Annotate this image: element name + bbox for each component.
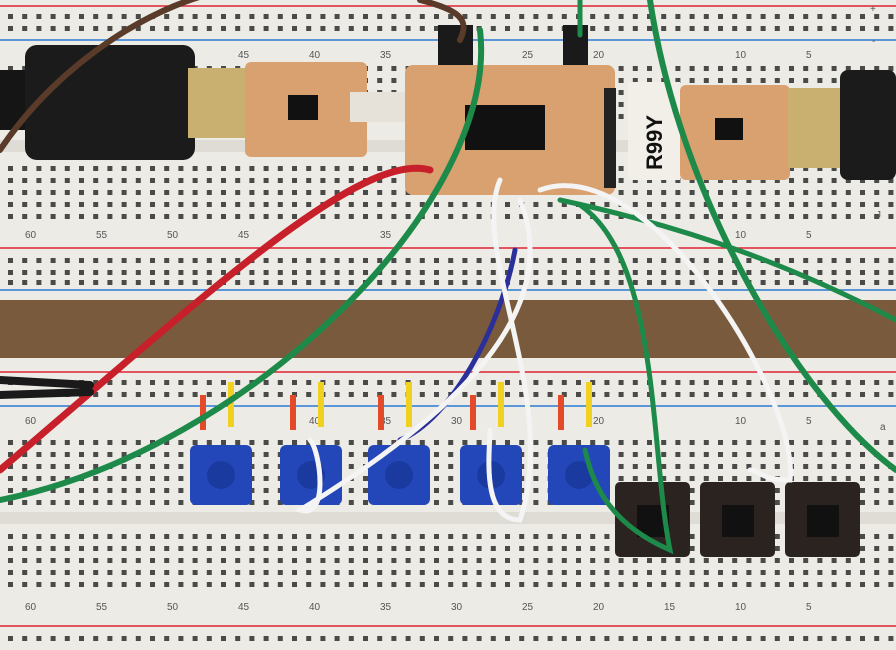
column-number: 45 <box>238 50 250 61</box>
rail-minus-sign: - <box>872 36 875 47</box>
column-number: 60 <box>25 602 37 613</box>
wire-yellow <box>318 382 324 427</box>
column-number: 55 <box>96 602 108 613</box>
usb-socket-right <box>788 88 848 168</box>
wires <box>0 0 896 555</box>
connector-white <box>350 92 405 122</box>
column-number: 45 <box>238 230 250 241</box>
wire-brown <box>0 0 467 153</box>
column-number: 60 <box>25 416 37 427</box>
column-number: 25 <box>522 50 534 61</box>
wire-white-3 <box>294 197 533 514</box>
pushbuttons <box>615 482 860 557</box>
column-number: 35 <box>380 230 392 241</box>
column-number: 40 <box>309 416 321 427</box>
power-rail-lines <box>0 5 896 627</box>
potentiometers <box>190 382 610 505</box>
header-pins <box>604 88 616 188</box>
header-top-2 <box>563 25 588 65</box>
potentiometer-knob[interactable] <box>207 461 235 489</box>
column-number: 25 <box>522 602 534 613</box>
chip-label: R99Y <box>642 115 667 170</box>
column-number: 60 <box>25 230 37 241</box>
column-number: 30 <box>451 416 463 427</box>
column-number: 40 <box>309 602 321 613</box>
potentiometer-knob[interactable] <box>385 461 413 489</box>
ic-center <box>465 105 545 150</box>
column-number: 50 <box>167 602 179 613</box>
usb-plug-right <box>840 70 896 180</box>
wire-green-3 <box>557 197 896 323</box>
column-number: 30 <box>451 602 463 613</box>
column-number: 5 <box>806 230 812 241</box>
wire-white-1 <box>486 177 533 523</box>
usb-socket-left <box>188 68 248 138</box>
column-number: 40 <box>309 50 321 61</box>
column-number: 50 <box>167 230 179 241</box>
wire-yellow <box>498 382 504 427</box>
wire-yellow <box>406 382 412 427</box>
resistor-lead-red <box>378 395 384 430</box>
column-number: 15 <box>664 602 676 613</box>
wire-green-4 <box>577 202 674 555</box>
resistor-lead-red <box>470 395 476 430</box>
column-number: 5 <box>806 50 812 61</box>
column-number: 55 <box>96 230 108 241</box>
potentiometer-knob[interactable] <box>565 461 593 489</box>
column-number: 5 <box>806 416 812 427</box>
column-number: 20 <box>593 50 605 61</box>
wire-yellow <box>586 382 592 427</box>
column-number: 20 <box>593 416 605 427</box>
column-number: 10 <box>735 602 747 613</box>
wire-black-left <box>0 376 94 399</box>
row-letter: a <box>880 422 886 433</box>
column-number: 10 <box>735 416 747 427</box>
column-number: 45 <box>238 602 250 613</box>
rail-plus-sign: + <box>870 4 876 15</box>
wire-green-1 <box>0 27 485 503</box>
wire-red <box>0 164 434 474</box>
header-top <box>438 25 473 65</box>
ic-left <box>288 95 318 120</box>
resistor-lead-red <box>200 395 206 430</box>
column-number: 5 <box>806 602 812 613</box>
wire-white-2 <box>537 183 793 483</box>
column-number: 35 <box>380 416 392 427</box>
column-number: 35 <box>380 602 392 613</box>
pushbutton-cap[interactable] <box>722 505 754 537</box>
column-number: 10 <box>735 230 747 241</box>
resistor-lead-red <box>290 395 296 430</box>
usb-plug-left <box>25 45 195 160</box>
column-number: 10 <box>735 50 747 61</box>
ic-right <box>715 118 743 140</box>
resistor-lead-red <box>558 395 564 430</box>
pushbutton-cap[interactable] <box>807 505 839 537</box>
wire-yellow <box>228 382 234 427</box>
row-letter: J <box>876 210 881 221</box>
column-number: 20 <box>593 602 605 613</box>
wire-green-2 <box>647 0 896 473</box>
column-number: 35 <box>380 50 392 61</box>
